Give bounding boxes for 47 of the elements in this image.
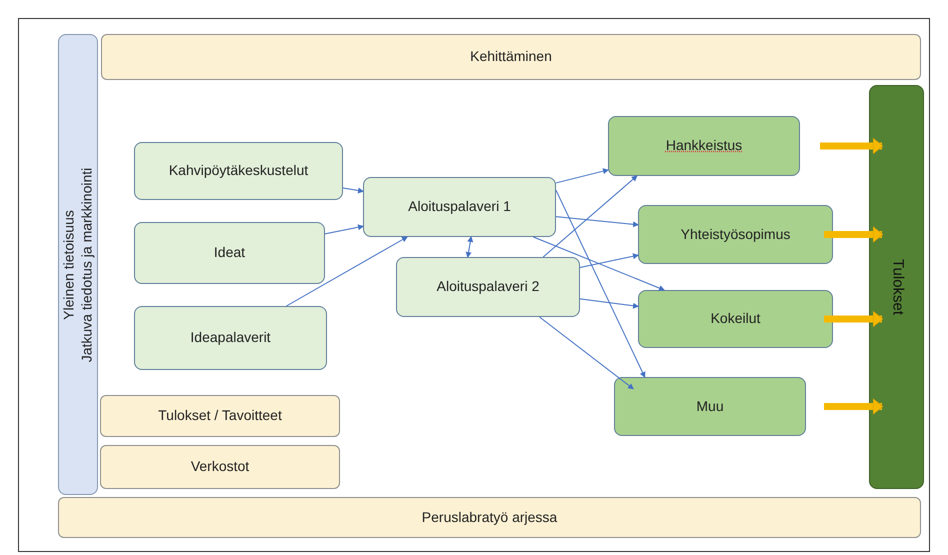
- node-label: Muu: [696, 398, 724, 416]
- arrow: [542, 175, 638, 258]
- arrow: [324, 224, 364, 234]
- process-box: [134, 222, 325, 284]
- node-label: Hankkeistus: [666, 137, 742, 155]
- node-label: Verkostot: [190, 458, 250, 476]
- arrow: [556, 216, 639, 228]
- block-arrow: [820, 138, 884, 154]
- process-box: [134, 142, 343, 200]
- arrow: [466, 236, 474, 258]
- node-label: Kokeilut: [710, 310, 760, 328]
- node-label: Tulokset: [888, 258, 906, 316]
- process-box: [363, 177, 556, 237]
- outcome-box: [638, 290, 833, 348]
- node-label: Yhteistyösopimus: [680, 226, 790, 244]
- arrow: [342, 188, 364, 194]
- arrow: [532, 236, 665, 291]
- node-label: Yleinen tietoisuus: [60, 210, 78, 320]
- node-label: Ideat: [214, 244, 246, 262]
- process-box: [134, 306, 327, 370]
- arrow: [539, 316, 634, 390]
- process-box: [396, 257, 580, 317]
- block-arrow: [824, 398, 884, 415]
- block-arrow: [824, 226, 884, 243]
- arrow: [580, 298, 639, 309]
- top-band: [101, 34, 921, 80]
- results-bar: [869, 85, 924, 489]
- outcome-box: [638, 205, 833, 264]
- outcome-box: [614, 377, 806, 436]
- side-box: [100, 445, 340, 489]
- node-label: Ideapalaverit: [190, 329, 271, 347]
- node-label: Aloituspalaveri 1: [408, 198, 511, 216]
- arrow: [556, 190, 646, 378]
- node-label: Peruslabratyö arjessa: [422, 508, 558, 526]
- outcome-box: [608, 116, 800, 176]
- node-label: Jatkuva tiedotus ja markkinointi: [78, 167, 96, 362]
- block-arrow: [824, 310, 884, 328]
- arrow: [580, 253, 639, 268]
- node-label: Tulokset / Tavoitteet: [158, 407, 282, 425]
- side-box: [100, 395, 340, 437]
- side-band: [58, 34, 98, 495]
- arrow: [286, 236, 408, 306]
- arrow: [556, 168, 609, 184]
- node-label: Kahvipöytäkeskustelut: [168, 162, 308, 180]
- node-label: Aloituspalaveri 2: [436, 278, 540, 296]
- bottom-band: [58, 497, 921, 538]
- node-label: Kehittäminen: [470, 48, 552, 66]
